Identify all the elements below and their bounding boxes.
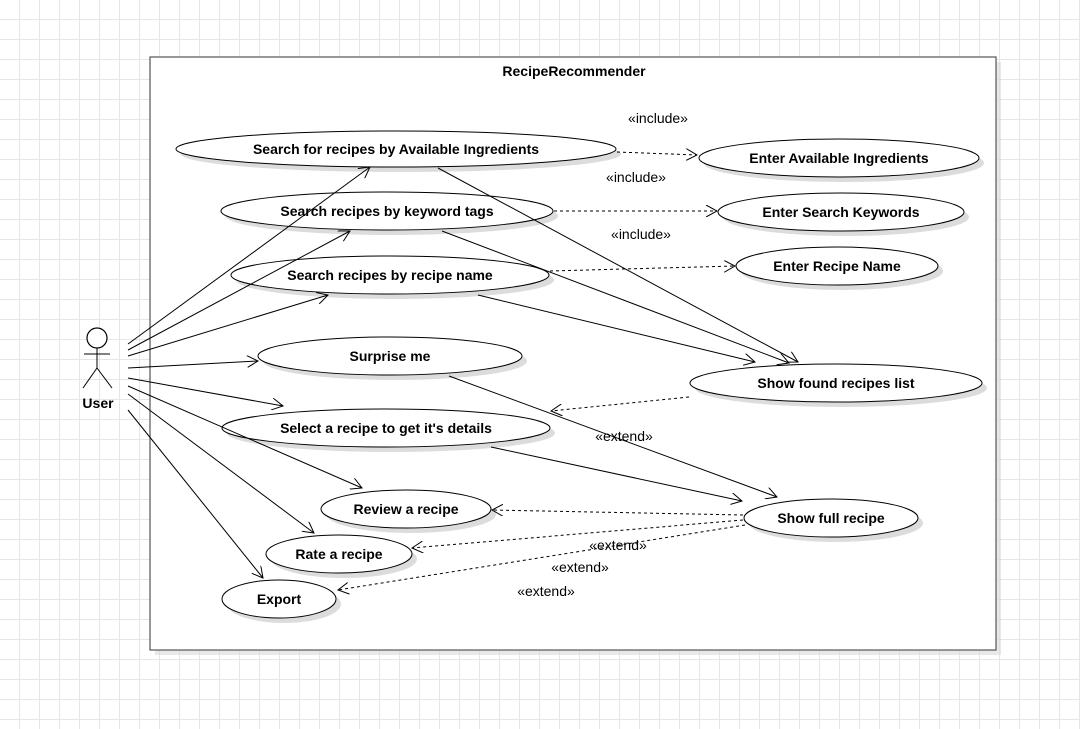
flow-arrows: [437, 167, 798, 501]
extend-label: «extend»: [589, 537, 647, 553]
use-case-enter-ingredients[interactable]: Enter Available Ingredients: [698, 138, 984, 182]
use-case-label: Search for recipes by Available Ingredie…: [253, 141, 539, 157]
use-case-surprise-me[interactable]: Surprise me: [257, 336, 527, 380]
use-case-show-found-list[interactable]: Show found recipes list: [689, 363, 987, 407]
use-case-review-recipe[interactable]: Review a recipe: [320, 489, 496, 533]
use-case-label: Search recipes by recipe name: [287, 267, 493, 283]
extend-full-to-rate: [412, 519, 744, 548]
assoc-search-keyword: [127, 231, 350, 351]
assoc-export: [127, 409, 263, 578]
assoc-surprise: [127, 361, 258, 369]
actor-label: User: [82, 395, 114, 411]
dashed-relations: [338, 152, 746, 590]
include-label: «include»: [628, 110, 688, 126]
use-case-rate-recipe[interactable]: Rate a recipe: [265, 534, 417, 578]
assoc-select-recipe: [127, 377, 283, 406]
use-case-label: Select a recipe to get it's details: [280, 420, 492, 436]
assoc-review: [127, 385, 362, 488]
use-case-label: Show found recipes list: [757, 375, 914, 391]
extend-label: «extend»: [517, 583, 575, 599]
use-case-show-full-recipe[interactable]: Show full recipe: [743, 498, 923, 542]
use-case-search-ingredients[interactable]: Search for recipes by Available Ingredie…: [175, 130, 621, 172]
extend-label: «extend»: [595, 428, 653, 444]
use-case-label: Export: [257, 591, 302, 607]
system-title: RecipeRecommender: [502, 63, 646, 79]
use-case-label: Surprise me: [350, 348, 431, 364]
stick-figure-icon: [82, 327, 113, 389]
include-ingredients: [616, 152, 697, 155]
actor-associations: [127, 167, 370, 578]
flow-surprise-to-full: [448, 375, 777, 497]
extend-list-to-select: [551, 396, 690, 411]
use-case-label: Enter Search Keywords: [762, 204, 919, 220]
use-case-label: Enter Recipe Name: [773, 258, 901, 274]
use-case-label: Rate a recipe: [295, 546, 382, 562]
use-case-enter-recipe-name[interactable]: Enter Recipe Name: [735, 246, 943, 290]
extend-full-to-export: [338, 524, 746, 590]
use-case-export[interactable]: Export: [221, 579, 341, 623]
include-label: «include»: [611, 226, 671, 242]
use-case-label: Show full recipe: [777, 510, 885, 526]
stereotype-labels: «include» «include» «include» «extend» «…: [517, 110, 688, 599]
include-name: [549, 266, 735, 271]
use-case-select-recipe[interactable]: Select a recipe to get it's details: [221, 408, 555, 452]
actor-user[interactable]: User: [82, 327, 114, 411]
use-case-search-name[interactable]: Search recipes by recipe name: [230, 255, 554, 299]
use-case-label: Review a recipe: [353, 501, 458, 517]
assoc-search-ingredients: [127, 167, 370, 345]
flow-keyword-to-list: [441, 230, 789, 363]
use-case-search-keyword[interactable]: Search recipes by keyword tags: [220, 191, 558, 235]
use-case-label: Search recipes by keyword tags: [280, 203, 493, 219]
flow-name-to-list: [477, 294, 755, 362]
use-case-label: Enter Available Ingredients: [749, 150, 929, 166]
assoc-search-name: [127, 295, 328, 357]
assoc-rate: [127, 393, 314, 533]
flow-ingredients-to-list: [437, 167, 798, 362]
extend-label: «extend»: [551, 559, 609, 575]
flow-select-to-full: [490, 446, 742, 501]
include-label: «include»: [606, 169, 666, 185]
use-case-enter-keywords[interactable]: Enter Search Keywords: [717, 192, 969, 236]
